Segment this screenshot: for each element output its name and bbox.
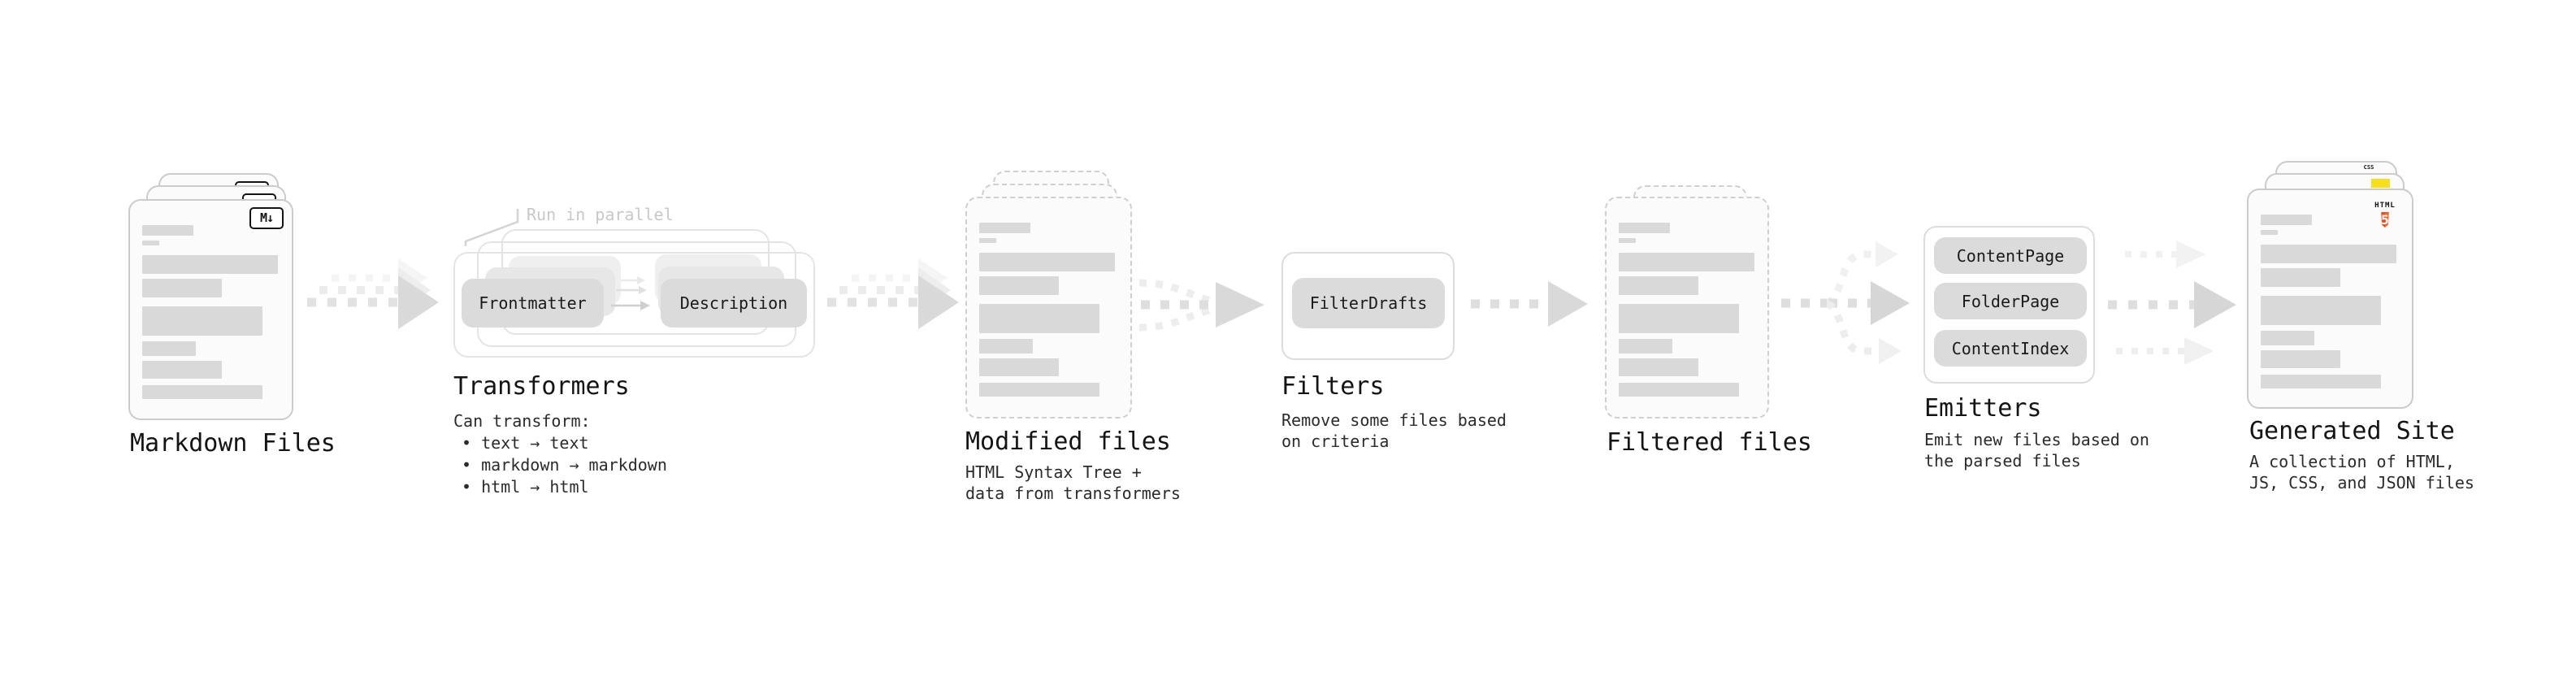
markdown-file-doc: M↓	[128, 199, 293, 420]
frontmatter-pill: Frontmatter	[462, 279, 604, 327]
transformers-bullet: • markdown → markdown	[462, 455, 667, 475]
arrow-markdown-to-transformers	[307, 258, 439, 329]
contentindex-pill: ContentIndex	[1934, 330, 2087, 367]
css-icon: CSS	[2363, 164, 2374, 171]
transformers-label: Transformers	[453, 372, 630, 401]
markdown-files-label: Markdown Files	[130, 429, 336, 458]
filters-box	[1281, 252, 1455, 360]
arrow-filters-to-filtered	[1471, 281, 1588, 327]
transformers-description: Can transform: • text → text • markdown …	[453, 410, 667, 498]
html5-icon: HTML 5	[2374, 202, 2396, 228]
doc-placeholder-lines	[142, 225, 278, 399]
filtered-files-label: Filtered files	[1607, 428, 1812, 457]
filters-description: Remove some files based on criteria	[1281, 410, 1507, 451]
doc-placeholder-lines	[1619, 223, 1754, 397]
transformers-bullet: • text → text	[462, 433, 589, 453]
doc-placeholder-lines	[979, 223, 1115, 397]
emitters-box	[1923, 226, 2095, 384]
doc-placeholder-lines	[2261, 215, 2396, 388]
filtered-file-doc	[1605, 197, 1769, 419]
generated-html-file-doc: HTML 5	[2247, 189, 2413, 409]
transformer-layer-box	[453, 252, 815, 358]
arrow-transformers-to-modified	[827, 258, 959, 329]
transformers-bullet: • html → html	[462, 477, 589, 497]
modified-files-description: HTML Syntax Tree + data from transformer…	[965, 462, 1181, 503]
arrow-emitters-to-generated	[2108, 241, 2236, 365]
generated-site-description: A collection of HTML, JS, CSS, and JSON …	[2249, 452, 2474, 492]
modified-files-label: Modified files	[965, 427, 1171, 456]
emitters-label: Emitters	[1924, 394, 2042, 423]
run-in-parallel-annotation: Run in parallel	[527, 205, 674, 224]
folderpage-pill: FolderPage	[1934, 283, 2087, 319]
filters-label: Filters	[1281, 372, 1385, 401]
emitters-description: Emit new files based on the parsed files	[1924, 430, 2149, 471]
transformers-desc-title: Can transform:	[453, 411, 591, 431]
generated-site-label: Generated Site	[2249, 417, 2455, 445]
filterdrafts-pill: FilterDrafts	[1292, 278, 1445, 328]
arrow-filtered-to-emitters	[1781, 241, 1910, 364]
contentpage-pill: ContentPage	[1934, 237, 2087, 274]
js-icon	[2371, 179, 2390, 188]
markdown-icon: M↓	[249, 207, 284, 229]
arrow-modified-to-filters	[1138, 279, 1264, 332]
description-pill: Description	[661, 279, 807, 327]
modified-file-doc	[965, 197, 1132, 419]
